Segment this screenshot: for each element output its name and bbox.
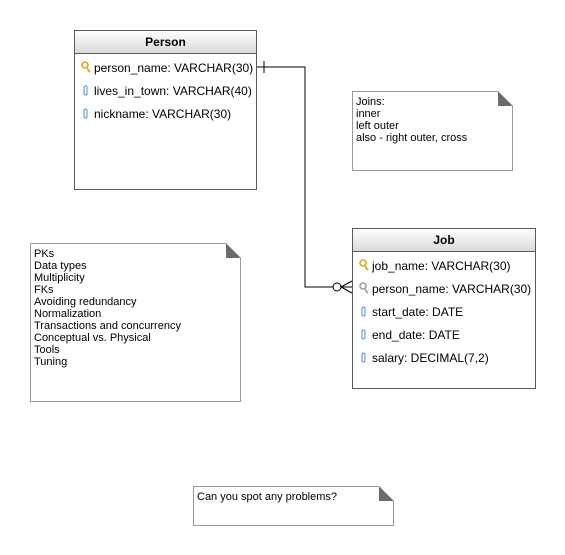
job-attr-job-name[interactable]: job_name: VARCHAR(30) <box>359 257 511 273</box>
note-line: Joins: <box>356 96 385 108</box>
note-joins[interactable]: Joins: inner left outer also - right out… <box>352 91 513 171</box>
note-line: left outer <box>356 120 399 132</box>
person-attr-person-name[interactable]: person_name: VARCHAR(30) <box>81 59 253 75</box>
attr-label: person_name: VARCHAR(30) <box>94 60 254 75</box>
note-line: Multiplicity <box>34 272 85 284</box>
crows-foot-upper <box>340 280 353 288</box>
attribute-icon <box>359 328 369 342</box>
attr-label: nickname: VARCHAR(30) <box>94 106 232 121</box>
note-line: Transactions and concurrency <box>34 320 181 332</box>
note-topics[interactable]: PKs Data types Multiplicity FKs Avoiding… <box>30 243 241 402</box>
job-attr-start-date[interactable]: start_date: DATE <box>359 303 463 319</box>
note-line: Normalization <box>34 308 102 320</box>
note-line: PKs <box>34 248 55 260</box>
entity-person-title: Person <box>75 31 256 54</box>
attribute-icon <box>359 305 369 319</box>
note-line: inner <box>356 108 381 120</box>
attribute-icon <box>359 351 369 365</box>
attr-label: start_date: DATE <box>372 304 464 319</box>
note-fold-icon <box>226 243 241 258</box>
job-attr-end-date[interactable]: end_date: DATE <box>359 326 460 342</box>
job-attr-salary[interactable]: salary: DECIMAL(7,2) <box>359 349 489 365</box>
note-line: Data types <box>34 260 87 272</box>
primary-key-icon <box>81 61 91 75</box>
attribute-icon <box>81 107 91 121</box>
note-line: Can you spot any problems? <box>197 491 338 503</box>
note-fold-icon <box>379 486 394 501</box>
note-line: also - right outer, cross <box>356 132 468 144</box>
note-line: Tools <box>34 344 60 356</box>
attribute-icon <box>81 84 91 98</box>
note-line: Conceptual vs. Physical <box>34 332 151 344</box>
attr-label: lives_in_town: VARCHAR(40) <box>94 83 252 98</box>
cardinality-zero-mark <box>332 282 342 292</box>
primary-key-icon <box>359 259 369 273</box>
entity-job-title: Job <box>353 229 535 252</box>
job-attr-person-name[interactable]: person_name: VARCHAR(30) <box>359 280 531 296</box>
attr-label: end_date: DATE <box>372 327 460 342</box>
attr-label: salary: DECIMAL(7,2) <box>372 350 489 365</box>
note-line: Tuning <box>34 356 68 368</box>
attr-label: job_name: VARCHAR(30) <box>372 258 511 273</box>
note-fold-icon <box>498 91 513 106</box>
foreign-key-icon <box>359 282 369 296</box>
note-line: Avoiding redundancy <box>34 296 137 308</box>
note-line: FKs <box>34 284 54 296</box>
crows-foot-lower <box>340 286 353 294</box>
person-attr-lives-in-town[interactable]: lives_in_town: VARCHAR(40) <box>81 82 252 98</box>
note-question[interactable]: Can you spot any problems? <box>193 486 394 526</box>
entity-person[interactable]: Person person_name: VARCHAR(30) lives_in… <box>74 30 257 190</box>
entity-job[interactable]: Job job_name: VARCHAR(30) person_name: V… <box>352 228 536 389</box>
person-attr-nickname[interactable]: nickname: VARCHAR(30) <box>81 105 231 121</box>
attr-label: person_name: VARCHAR(30) <box>372 281 532 296</box>
